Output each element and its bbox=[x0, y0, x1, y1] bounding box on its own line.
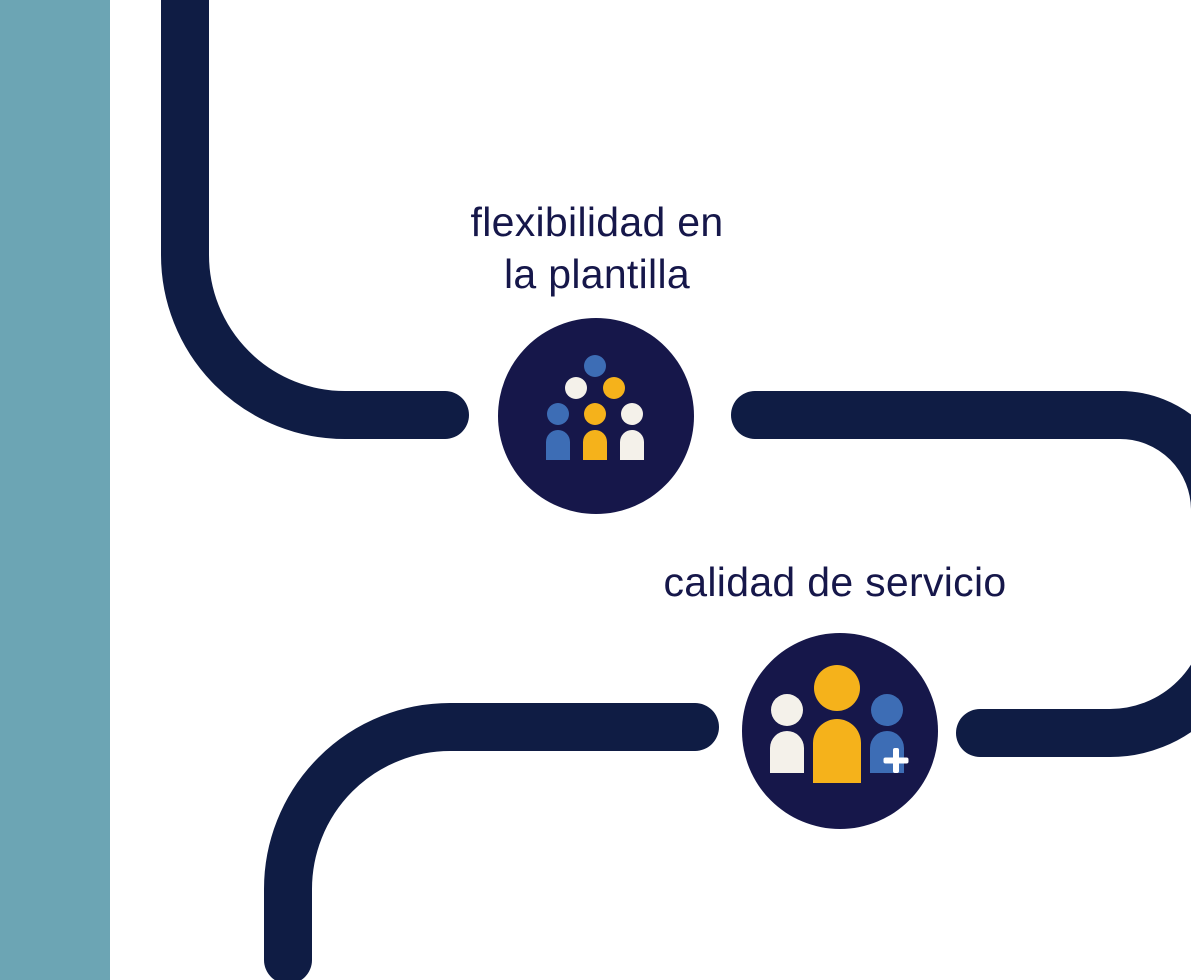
path-segment-middle-right bbox=[731, 391, 1191, 511]
milestone-label-flexibility-line1: flexibilidad en bbox=[470, 199, 724, 245]
milestone-node-service-quality bbox=[742, 633, 938, 829]
path-segment-lower-right bbox=[956, 664, 1191, 757]
milestone-label-service-quality: calidad de servicio bbox=[663, 559, 1007, 605]
workforce-group-icon bbox=[498, 318, 694, 514]
path-segment-top-left bbox=[161, 0, 469, 439]
people-add-icon bbox=[742, 633, 938, 829]
milestone-node-flexibility bbox=[498, 318, 694, 514]
milestone-label-flexibility-line2: la plantilla bbox=[504, 251, 690, 297]
path-segment-lower-left bbox=[264, 703, 719, 980]
milestone-label-flexibility: flexibilidad en la plantilla bbox=[420, 196, 774, 300]
side-accent-bar bbox=[0, 0, 110, 980]
